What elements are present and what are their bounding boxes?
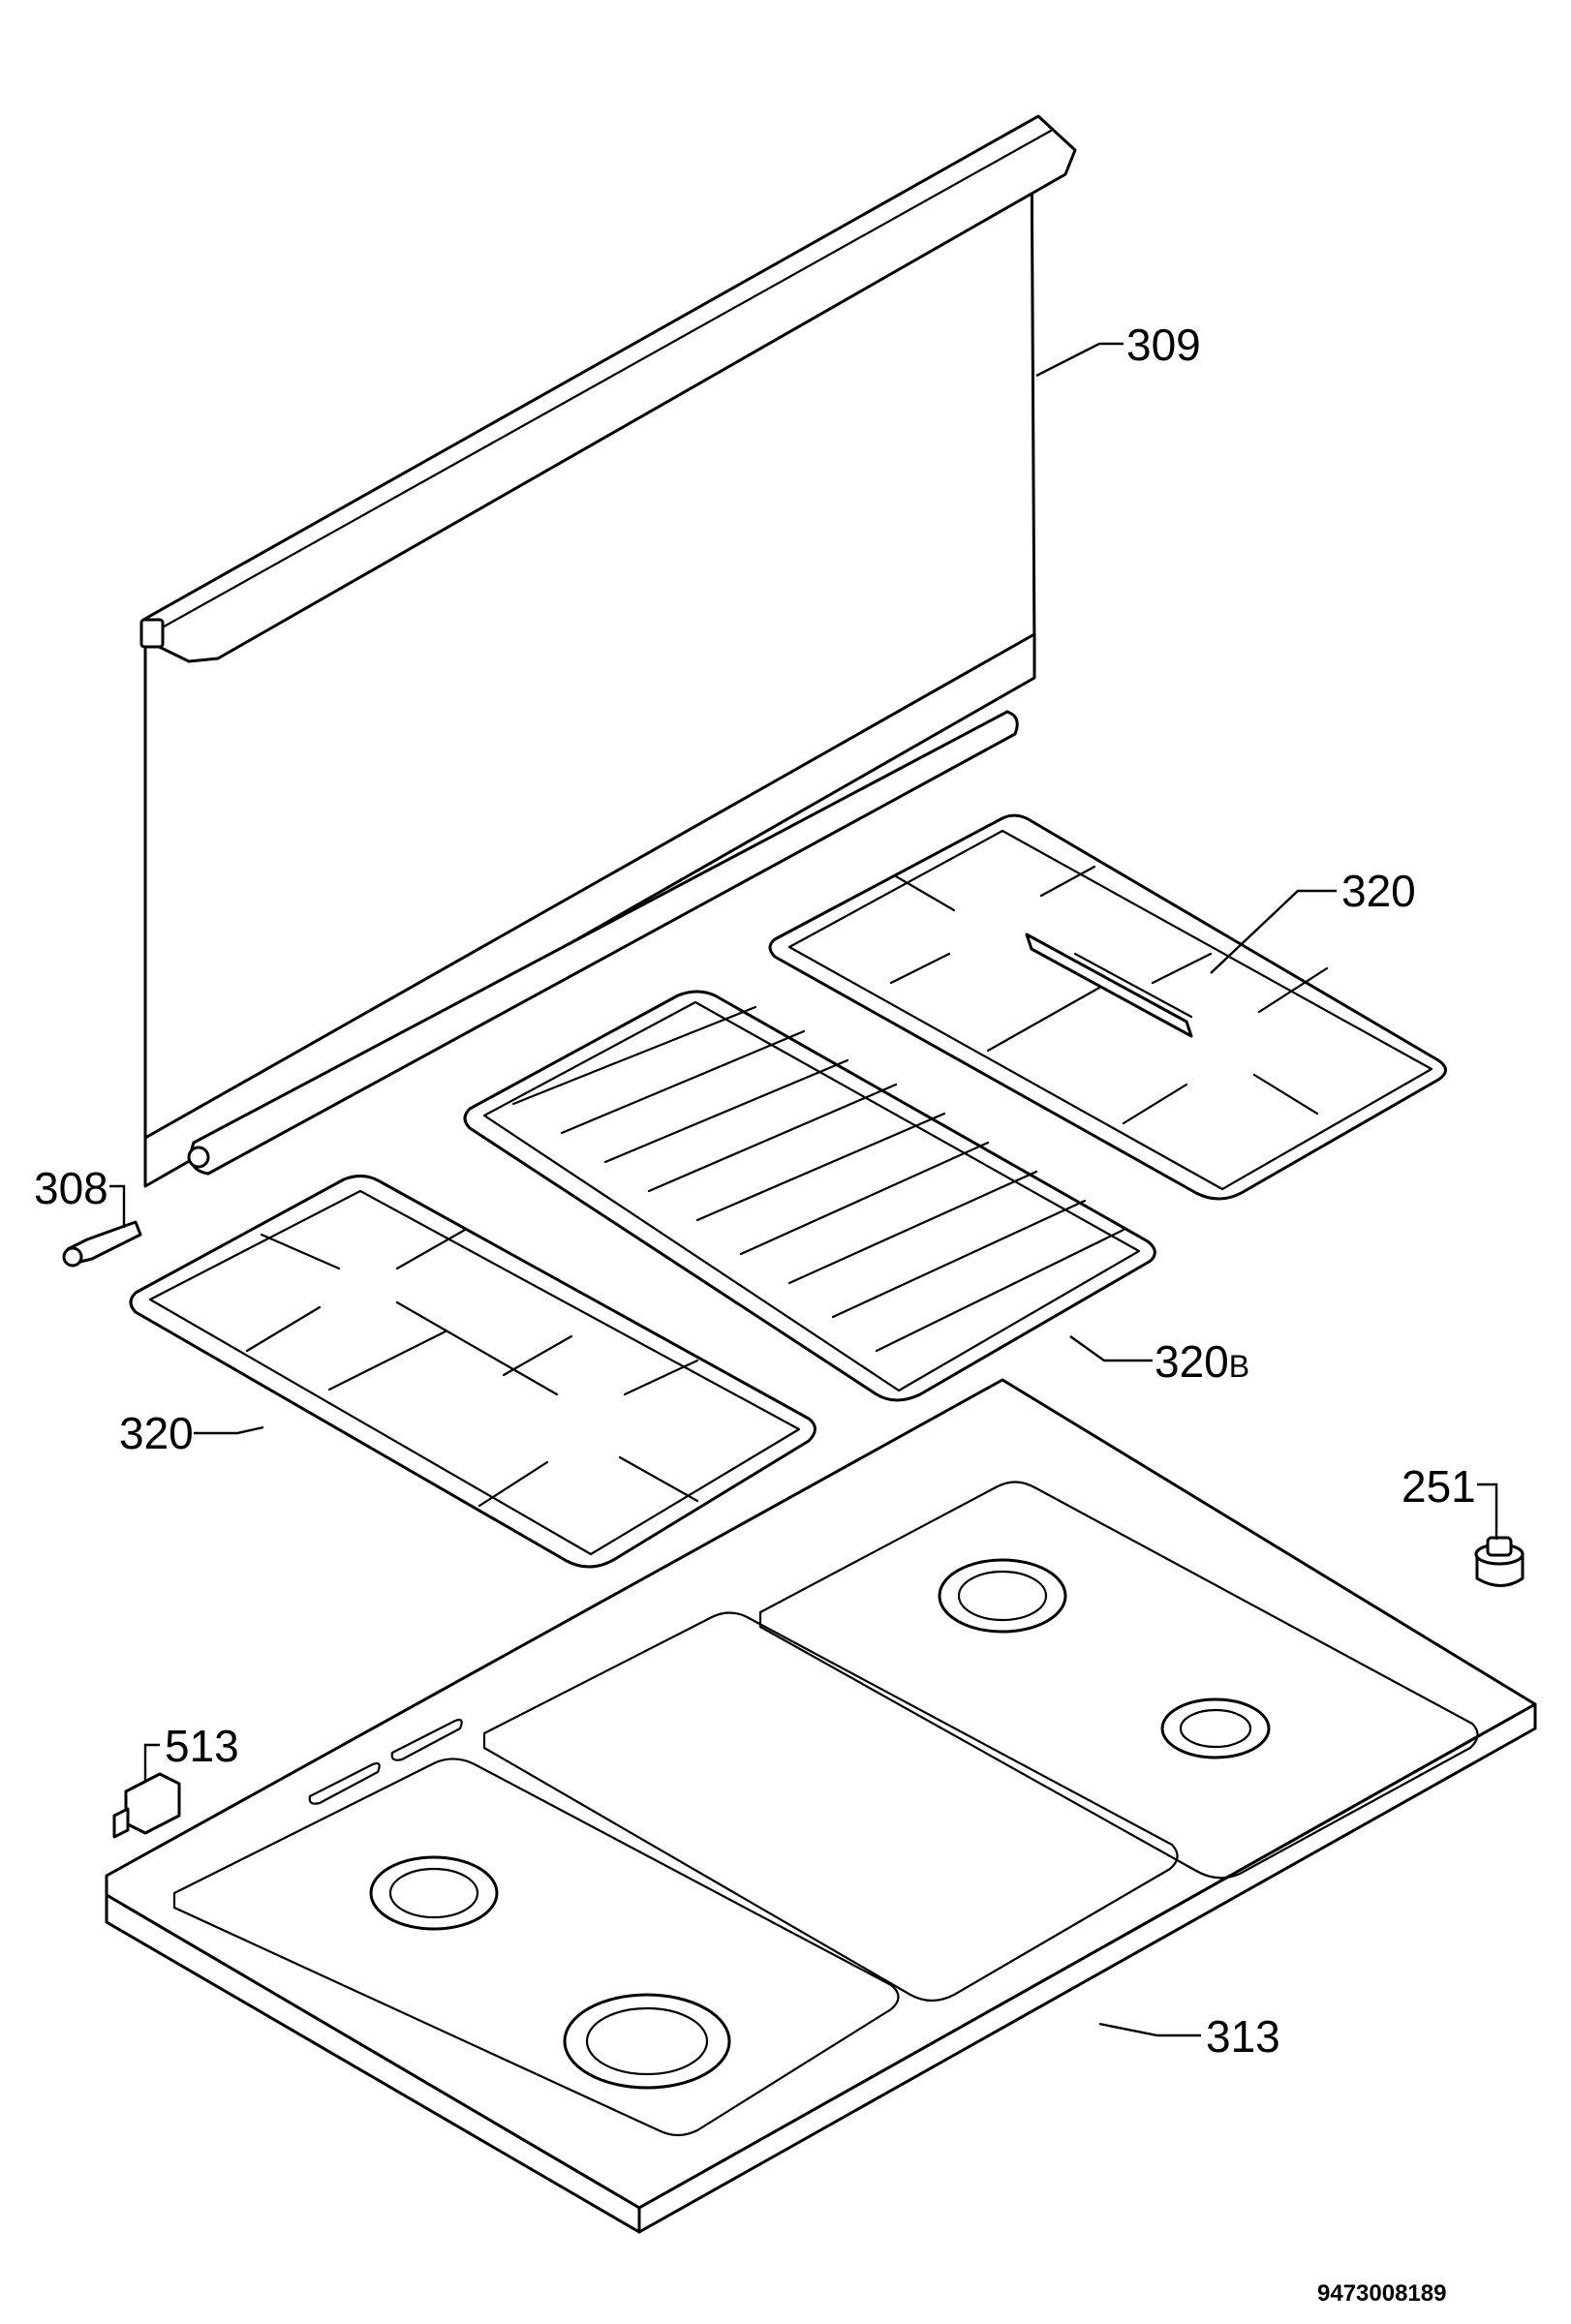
pan-support-320-right <box>768 813 1447 1201</box>
callout-309: 309 <box>1126 320 1201 370</box>
clip-513 <box>112 1772 181 1839</box>
pan-support-320-left <box>129 1175 816 1569</box>
screw-308 <box>62 1220 142 1268</box>
callout-313: 313 <box>1206 2011 1280 2062</box>
callout-308: 308 <box>34 1163 108 1213</box>
callout-251: 251 <box>1402 1461 1476 1512</box>
callout-320b: 320B <box>1155 1336 1250 1387</box>
glass-lid-309 <box>139 114 1077 1188</box>
callout-320-right: 320 <box>1341 866 1416 916</box>
knob-251 <box>1474 1536 1525 1587</box>
document-number: 9473008189 <box>1317 2280 1447 2307</box>
callout-513: 513 <box>165 1721 239 1771</box>
callout-320-left: 320 <box>119 1408 194 1458</box>
leader-lines <box>109 342 1498 2037</box>
griddle-grid-320b <box>463 990 1156 1402</box>
hob-top-313 <box>105 1378 1537 2234</box>
